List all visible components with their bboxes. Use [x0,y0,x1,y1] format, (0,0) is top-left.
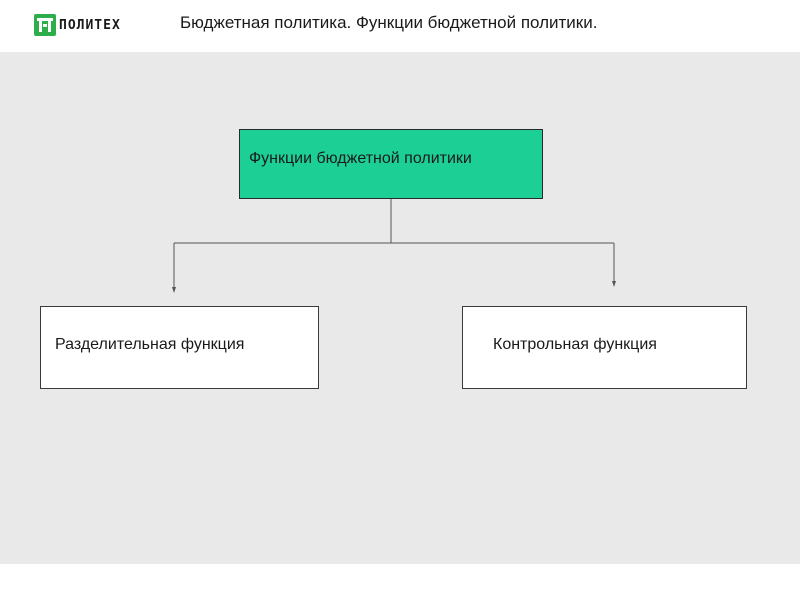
child-node-control-label: Контрольная функция [493,335,657,353]
politeh-logo-icon [34,14,56,36]
child-node-separation: Разделительная функция [40,306,319,389]
header: ПОЛИТЕХ Бюджетная политика. Функции бюдж… [0,0,800,52]
child-node-control: Контрольная функция [462,306,747,389]
page-title: Бюджетная политика. Функции бюджетной по… [180,13,598,32]
arrowhead-left [172,287,176,293]
root-node: Функции бюджетной политики [239,129,543,199]
logo-text: ПОЛИТЕХ [59,17,121,33]
arrowhead-right [612,281,616,287]
logo: ПОЛИТЕХ [34,14,121,36]
child-node-separation-label: Разделительная функция [55,335,245,353]
root-node-label: Функции бюджетной политики [249,150,472,167]
